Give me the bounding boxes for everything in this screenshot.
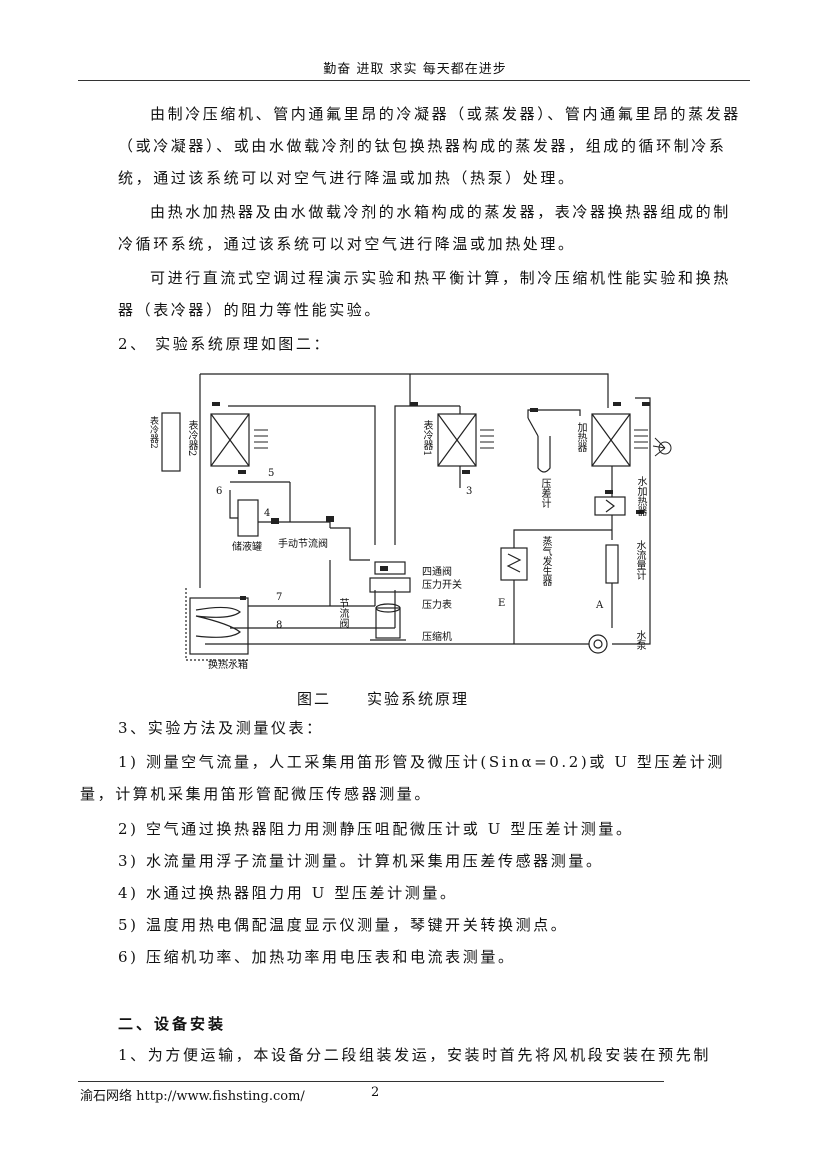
list-item-3: 3) 水流量用浮子流量计测量。计算机采集用压差传感器测量。 <box>118 852 604 870</box>
list-item-4: 4) 水通过换热器阻力用 U 型压差计测量。 <box>118 884 458 902</box>
caption-title: 实验系统原理 <box>367 690 470 708</box>
u-gauge <box>537 436 551 473</box>
label-num-7: 7 <box>276 592 283 603</box>
cooler1-unit <box>437 413 477 467</box>
label-water-tank: 换热水箱 <box>208 660 248 671</box>
paragraph-1: 由制冷压缩机、管内通氟里昂的冷凝器（或蒸发器）、管内通氟里昂的蒸发器（或冷凝器）… <box>118 105 741 187</box>
label-liquid-tank: 储液罐 <box>232 542 262 553</box>
caption-figure-number: 图二 <box>297 690 332 708</box>
liquid-tank <box>237 499 259 537</box>
top-pipe <box>200 373 609 408</box>
label-throttle-valve: 节流阀 <box>337 598 348 628</box>
label-num-8: 8 <box>276 620 283 631</box>
paragraph-3: 可进行直流式空调过程演示实验和热平衡计算，制冷压缩机性能实验和换热器（表冷器）的… <box>118 269 731 319</box>
compressor-body <box>375 607 401 639</box>
paragraph-2: 由热水加热器及由水做载冷剂的水箱构成的蒸发器，表冷器换热器组成的制冷循环系统，通… <box>118 203 731 253</box>
heater-unit <box>591 413 631 467</box>
page-header: 勤奋 进取 求实 每天都在进步 <box>323 62 507 77</box>
label-num-5: 5 <box>268 468 275 479</box>
four-way-valve <box>374 561 406 575</box>
label-num-6: 6 <box>216 486 223 497</box>
item-3-heading: 3、实验方法及测量仪表： <box>118 719 324 737</box>
label-compressor: 压缩机 <box>422 632 452 643</box>
water-pump <box>588 634 608 654</box>
cooler2-unit <box>210 413 250 467</box>
water-tank <box>189 597 249 655</box>
label-pressure-switch: 压力开关 <box>422 580 462 591</box>
label-num-4: 4 <box>264 508 271 519</box>
label-steam-generator: 蒸气发生器 <box>540 536 551 586</box>
label-A: A <box>596 600 604 611</box>
label-four-way-valve: 四通阀 <box>422 567 452 578</box>
list-item-6: 6) 压缩机功率、加热功率用电压表和电流表测量。 <box>118 948 516 966</box>
list-item-1: 1) 测量空气流量，人工采集用笛形管及微压计(Sinα=0.2)或 U 型压差计… <box>80 753 725 803</box>
label-E: E <box>498 598 506 609</box>
fan-icon <box>658 441 672 455</box>
label-manual-valve: 手动节流阀 <box>278 539 328 550</box>
label-num-3: 3 <box>466 486 473 497</box>
footer-text: 渝石网络 http://www.fishsting.com/ <box>80 1089 305 1104</box>
label-pressure-gauge: 压差计 <box>539 478 550 508</box>
label-cooler2-right: 表冷器2 <box>186 420 197 457</box>
pipe-cooler2-to-valve <box>228 405 376 545</box>
list-item-2: 2) 空气通过换热器阻力用测静压咀配微压计或 U 型压差计测量。 <box>118 820 634 838</box>
section-title: 二、设备安装 <box>118 1015 227 1033</box>
label-pressure-meter: 压力表 <box>422 600 452 611</box>
flow-meter <box>605 544 619 584</box>
pressure-switch <box>369 577 411 593</box>
right-pipe <box>612 397 651 645</box>
steam-generator-box <box>500 547 528 581</box>
label-water-heater: 水加热器 <box>635 476 646 516</box>
label-flow-meter: 水流量计 <box>634 540 645 580</box>
water-heater-box <box>594 496 626 516</box>
figure-caption: 图二 实验系统原理 <box>297 688 469 709</box>
label-heater: 加热器 <box>575 422 586 452</box>
header-rule <box>78 80 750 81</box>
label-cooler1: 表冷器1 <box>421 420 432 457</box>
label-cooler2-left: 表冷器2 <box>148 416 158 449</box>
cooler2-tubes <box>161 412 181 472</box>
label-water-pump: 水泵 <box>634 630 645 650</box>
item-2-heading: 2、 实验系统原理如图二： <box>118 335 332 353</box>
footer-rule <box>78 1081 664 1082</box>
page-number: 2 <box>371 1085 380 1100</box>
last-paragraph: 1、为方便运输，本设备分二段组装发运，安装时首先将风机段安装在预先制 <box>118 1046 711 1064</box>
list-item-5: 5) 温度用热电偶配温度显示仪测量，琴键开关转换测点。 <box>118 916 569 934</box>
